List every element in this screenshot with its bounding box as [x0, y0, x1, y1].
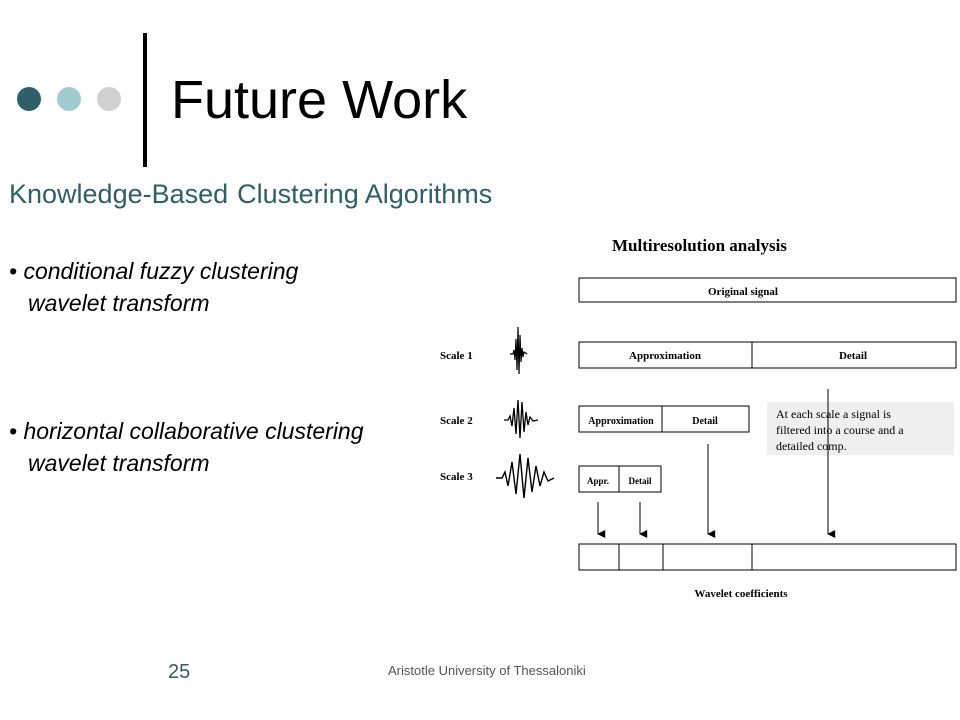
scale1-approximation: Approximation: [629, 350, 701, 362]
note-box: [767, 402, 954, 455]
note-line-1: At each scale a signal is: [776, 407, 891, 421]
scale2-box: [578, 405, 750, 433]
page-number: 25: [168, 661, 191, 683]
scale1-box: [578, 341, 957, 369]
decor-dot-light: [57, 87, 81, 111]
figure-title: Multiresolution analysis: [612, 236, 787, 255]
scale3-detail: Detail: [629, 476, 652, 486]
scale3-wavelet: [496, 453, 555, 499]
decor-dot-dark: [17, 87, 41, 111]
original-signal-box: [578, 277, 957, 303]
scale2-wavelet: [504, 399, 539, 439]
note-line-2: filtered into a course and a: [776, 423, 904, 437]
bullet-subline: wavelet transform: [28, 290, 210, 316]
bullet-item: • conditional fuzzy clustering wavelet t…: [9, 255, 298, 319]
slide-title: Future Work: [171, 70, 468, 130]
bullet-line: • conditional fuzzy clustering: [9, 258, 299, 284]
original-signal-label: Original signal: [708, 286, 778, 298]
slide-subtitle: Knowledge-Based Clustering Algorithms: [9, 177, 492, 211]
scale3-box: [578, 465, 662, 493]
scale1-wavelet: [510, 326, 528, 375]
scale3-appr: Appr.: [587, 476, 609, 486]
subtitle-part-1: Knowledge-Based: [9, 179, 229, 209]
coefficients-box: [578, 543, 957, 571]
bullet-line: • horizontal collaborative clustering: [9, 418, 364, 444]
scale1-label: Scale 1: [440, 350, 473, 362]
scale1-detail: Detail: [839, 350, 867, 362]
bullet-item: • horizontal collaborative clustering wa…: [9, 415, 364, 479]
multiresolution-diagram: Multiresolution analysis Original signal…: [440, 236, 957, 600]
title-divider: [143, 33, 147, 167]
note-line-3: detailed comp.: [776, 439, 847, 453]
scale2-label: Scale 2: [440, 415, 473, 427]
scale3-label: Scale 3: [440, 471, 473, 483]
scale2-approximation: Approximation: [588, 416, 654, 427]
decor-dot-grey: [97, 87, 121, 111]
bullet-subline: wavelet transform: [28, 450, 210, 476]
coefficients-label: Wavelet coefficients: [694, 588, 788, 600]
scale2-detail: Detail: [692, 416, 718, 427]
footer-text: Aristotle University of Thessaloniki: [388, 663, 586, 678]
subtitle-part-2: Clustering Algorithms: [237, 179, 493, 209]
